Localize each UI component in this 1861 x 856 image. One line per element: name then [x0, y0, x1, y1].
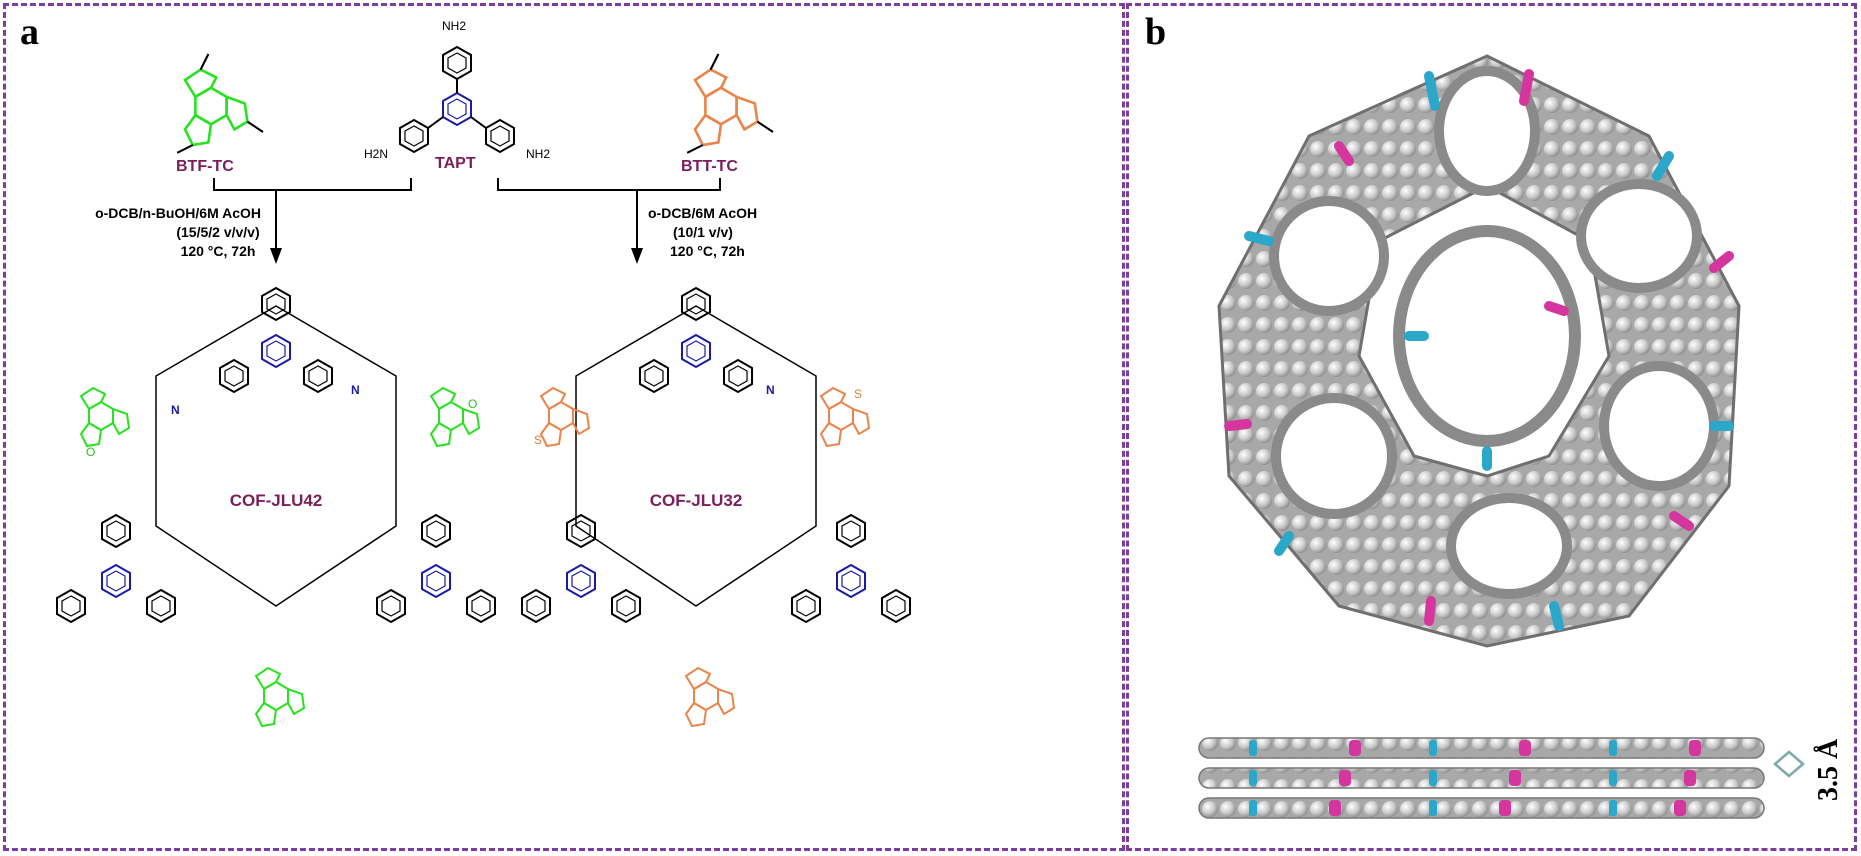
panel-b: b	[1126, 3, 1857, 851]
nh2-right-label: NH2	[526, 147, 550, 161]
nh2-top-label: NH2	[442, 19, 466, 33]
space-filling-model: 3.5 Å	[1198, 54, 1844, 819]
panel-a-scheme: BTF-TC NH2 H2N NH2 TAPT BTT-TC	[56, 19, 911, 727]
thiophene-s-1: S	[534, 433, 542, 447]
arrow-head-right	[631, 248, 643, 264]
tapt-structure	[399, 46, 515, 153]
furan-o-2: O	[468, 397, 477, 411]
imine-n-2: N	[351, 383, 360, 397]
btf-tc-label: BTF-TC	[176, 158, 234, 175]
btt-tc-label: BTT-TC	[681, 158, 738, 175]
cond-left-1: o-DCB/n-BuOH/6M AcOH	[95, 205, 261, 221]
cof-jlu32-structure	[521, 287, 911, 727]
tapt-label: TAPT	[435, 155, 476, 172]
reaction-arrows	[213, 178, 721, 251]
arrow-head-left	[270, 248, 282, 264]
panel-a-label: a	[20, 11, 39, 53]
imine-n-1: N	[171, 403, 180, 417]
cond-left-3: 120 °C, 72h	[181, 243, 256, 259]
furan-o-1: O	[86, 445, 95, 459]
layer-stack-side-view	[1198, 737, 1805, 819]
cof-jlu42-label: COF-JLU42	[230, 491, 323, 510]
cof-jlu42-structure	[56, 287, 496, 727]
spacing-marker-icon	[1773, 750, 1805, 778]
panel-b-label: b	[1145, 11, 1167, 53]
cond-right-1: o-DCB/6M AcOH	[648, 205, 757, 221]
cond-left-2: (15/5/2 v/v/v)	[176, 224, 259, 240]
nh2-left-label: H2N	[364, 147, 388, 161]
thiophene-s-2: S	[854, 387, 862, 401]
cof-jlu32-label: COF-JLU32	[650, 491, 743, 510]
cond-right-3: 120 °C, 72h	[670, 243, 745, 259]
cof-pore-framework	[1217, 54, 1741, 648]
panel-a: a	[3, 3, 1125, 851]
imine-n-3: N	[766, 383, 775, 397]
cond-right-2: (10/1 v/v)	[673, 224, 733, 240]
btf-tc-structure	[176, 53, 264, 154]
btt-tc-structure	[686, 53, 774, 154]
interlayer-spacing-label: 3.5 Å	[1813, 738, 1844, 801]
